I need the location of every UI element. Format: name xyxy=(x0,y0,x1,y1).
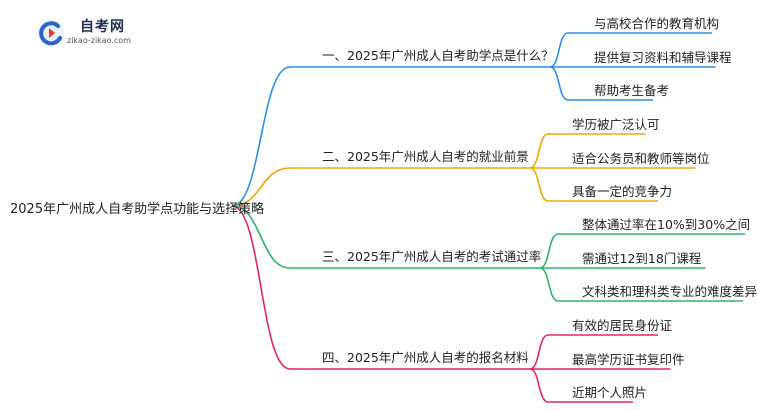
branch-2-leaf-1: 学历被广泛认可 xyxy=(572,117,660,132)
branch-1-curve xyxy=(231,66,291,207)
branch-2-leaf-3-curve xyxy=(529,167,549,202)
logo-icon xyxy=(38,20,64,46)
branch-1-leaf-3-curve xyxy=(549,66,569,101)
branch-3-leaf-3-curve xyxy=(539,267,559,302)
branch-4: 四、2025年广州成人自考的报名材料 xyxy=(322,350,529,365)
branch-2-leaf-3: 具备一定的竞争力 xyxy=(572,184,673,199)
branch-4-leaf-3: 近期个人照片 xyxy=(572,385,648,400)
branch-3-leaf-3: 文科类和理科类专业的难度差异 xyxy=(582,284,757,299)
branch-1-leaf-1-curve xyxy=(549,32,569,68)
branch-4-leaf-2: 最高学历证书复印件 xyxy=(572,352,685,367)
branch-3-leaf-1-curve xyxy=(539,233,559,269)
branch-1-leaf-1: 与高校合作的教育机构 xyxy=(594,16,720,31)
logo-subtitle: zikao-zikao.com xyxy=(67,36,131,45)
branch-2-curve xyxy=(231,167,291,207)
branch-4-curve xyxy=(231,205,291,370)
branch-1-leaf-3: 帮助考生备考 xyxy=(594,83,670,98)
branch-1-leaf-2: 提供复习资料和辅导课程 xyxy=(594,50,732,65)
branch-4-leaf-3-curve xyxy=(529,368,549,403)
site-logo[interactable]: 自考网 zikao-zikao.com xyxy=(36,14,156,54)
branch-3-leaf-1: 整体通过率在10%到30%之间 xyxy=(582,217,751,232)
branch-3: 三、2025年广州成人自考的考试通过率 xyxy=(322,249,542,264)
branch-2: 二、2025年广州成人自考的就业前景 xyxy=(322,149,529,164)
branch-3-leaf-2: 需通过12到18门课程 xyxy=(582,251,702,266)
branch-1: 一、2025年广州成人自考助学点是什么？ xyxy=(322,48,554,63)
branch-2-leaf-1-curve xyxy=(529,133,549,169)
logo-title: 自考网 xyxy=(80,19,125,35)
branch-4-leaf-1: 有效的居民身份证 xyxy=(572,318,673,333)
root-node: 2025年广州成人自考助学点功能与选择策略 xyxy=(10,202,265,217)
branch-2-leaf-2: 适合公务员和教师等岗位 xyxy=(572,151,710,166)
branch-4-leaf-1-curve xyxy=(529,334,549,370)
branch-3-curve xyxy=(231,205,291,269)
